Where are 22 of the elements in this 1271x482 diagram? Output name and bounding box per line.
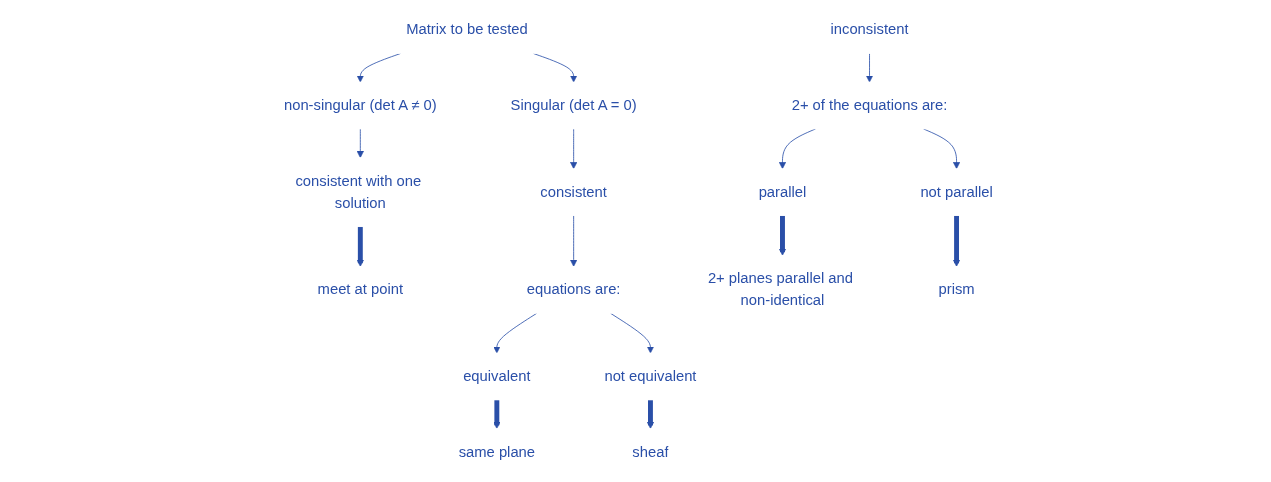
node-text: consistent with one solution	[295, 172, 422, 212]
node-text: inconsistent	[830, 21, 909, 38]
node-text: 2+ planes parallel and non-identical	[707, 270, 853, 309]
node-text: 2+ of the equations are:	[791, 96, 948, 114]
node-text: not parallel	[920, 183, 993, 200]
node-text: non-singular (det A ≠ 0)	[283, 96, 437, 114]
arrow	[778, 215, 787, 256]
node-text: equivalent	[463, 367, 531, 385]
node-text: equations are:	[526, 281, 621, 298]
node-text: meet at point	[317, 281, 404, 298]
arrow	[953, 215, 961, 267]
arrow	[646, 399, 655, 429]
node-text: parallel	[758, 183, 807, 200]
node-text: Matrix to be tested	[406, 21, 528, 38]
arrow	[356, 226, 364, 267]
node-text: Singular (det A = 0)	[510, 96, 637, 114]
node-text: same plane	[458, 443, 536, 460]
arrow	[493, 399, 501, 429]
node-text: prism	[938, 281, 975, 298]
node-text: sheaf	[632, 443, 669, 460]
node-text: not equivalent	[604, 367, 697, 385]
node-text: consistent	[540, 183, 607, 200]
